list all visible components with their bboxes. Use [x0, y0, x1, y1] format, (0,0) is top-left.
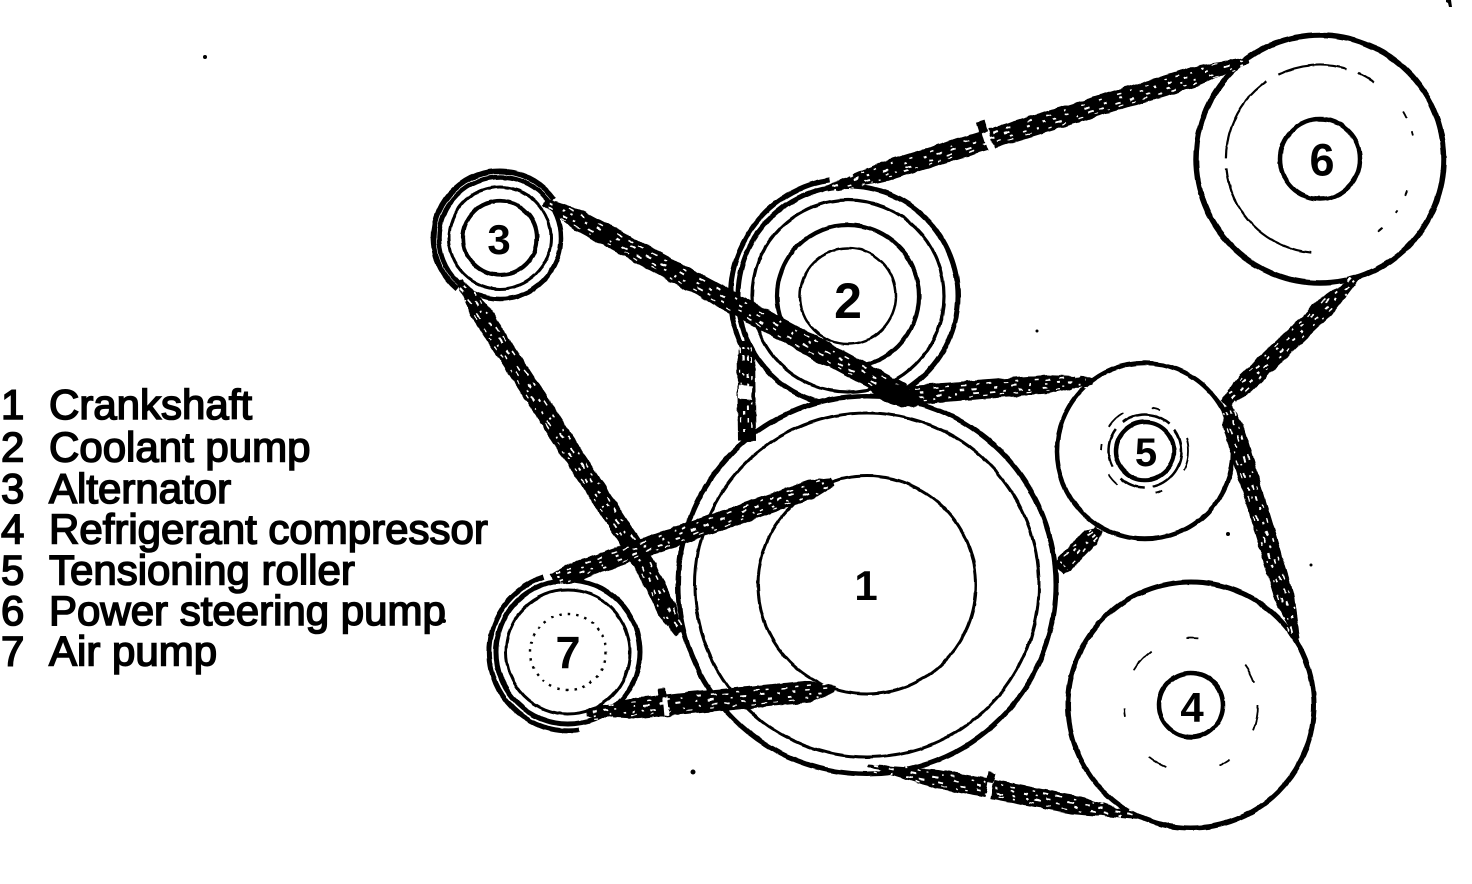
svg-text:2: 2 — [1, 424, 24, 471]
svg-text:3: 3 — [487, 216, 510, 263]
svg-text:Air pump: Air pump — [49, 628, 217, 675]
svg-text:1: 1 — [1, 381, 24, 428]
svg-text:Alternator: Alternator — [49, 465, 231, 512]
svg-text:4: 4 — [1, 506, 24, 553]
svg-text:5: 5 — [1, 547, 24, 594]
svg-text:Crankshaft: Crankshaft — [49, 381, 252, 428]
svg-text:6: 6 — [1309, 135, 1334, 186]
svg-text:Coolant pump: Coolant pump — [49, 424, 311, 471]
svg-text:Refrigerant compressor: Refrigerant compressor — [49, 506, 488, 553]
svg-text:7: 7 — [1, 628, 24, 675]
svg-text:4: 4 — [1180, 684, 1204, 731]
svg-text:7: 7 — [555, 627, 580, 678]
svg-text:Power steering pump: Power steering pump — [49, 587, 446, 634]
svg-text:2: 2 — [834, 273, 862, 329]
svg-text:1: 1 — [854, 562, 877, 609]
svg-text:Tensioning roller: Tensioning roller — [49, 547, 355, 594]
svg-text:5: 5 — [1135, 431, 1157, 475]
svg-text:6: 6 — [1, 587, 24, 634]
svg-text:3: 3 — [1, 465, 24, 512]
